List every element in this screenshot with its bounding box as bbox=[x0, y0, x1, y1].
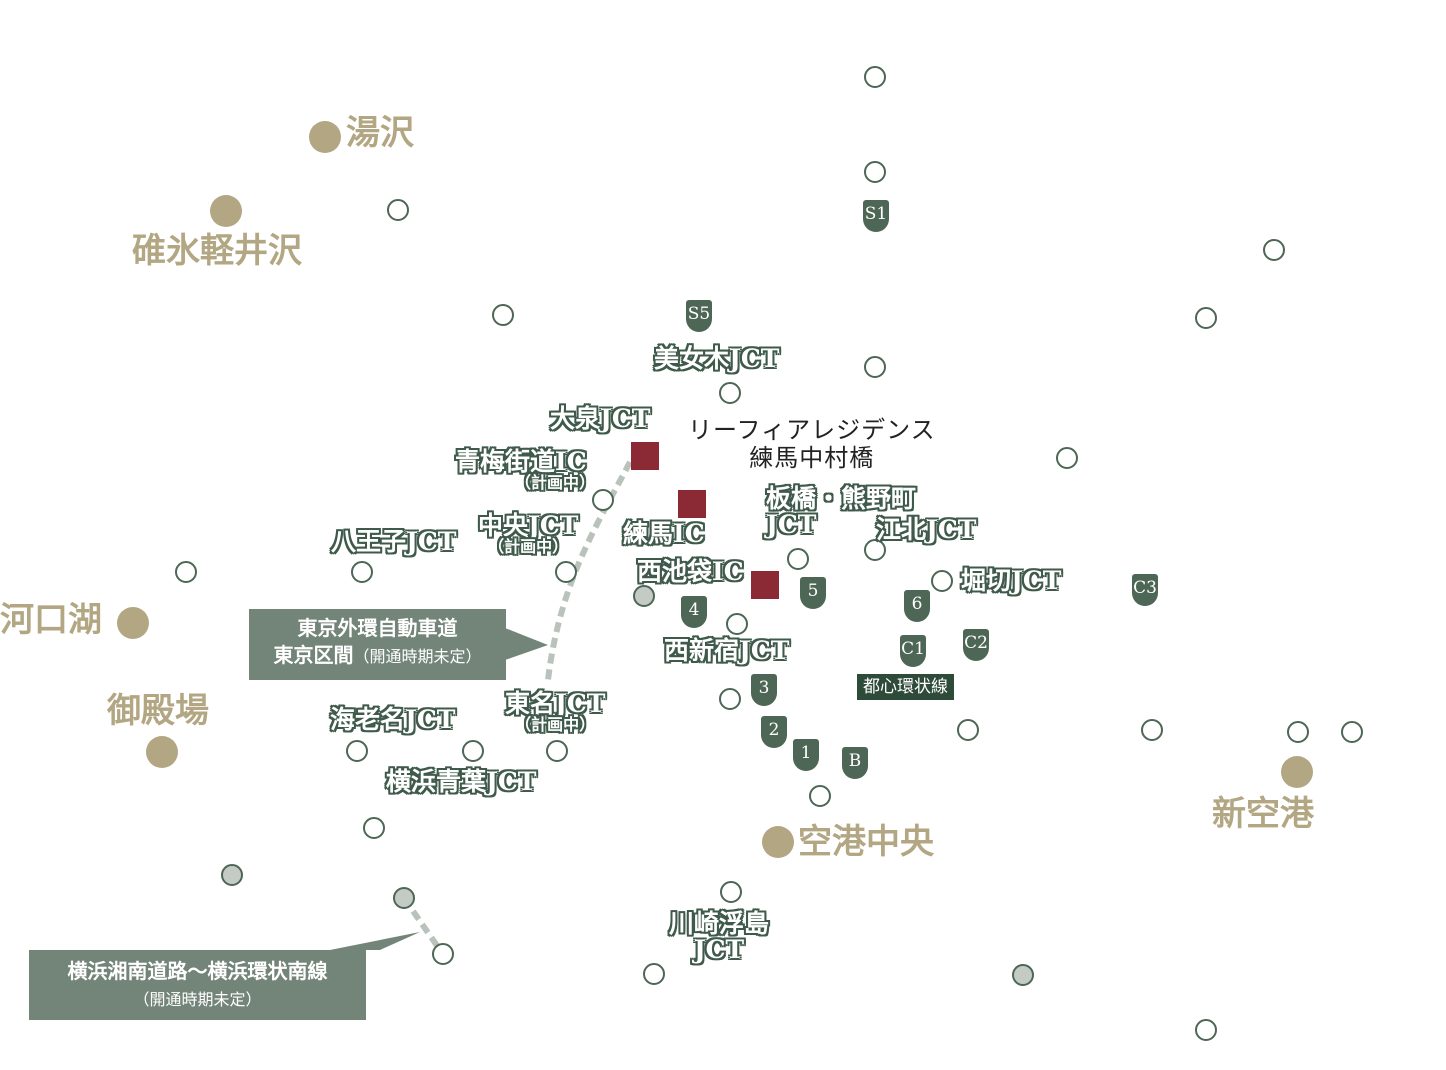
label-kawasaki-line2: JCT bbox=[693, 935, 745, 965]
label-itabashi-kumanocho-jct: 板橋・熊野町 JCT bbox=[766, 484, 917, 540]
gaikan-callout-pointer bbox=[505, 628, 548, 660]
shield-c1: C1 bbox=[900, 635, 926, 667]
residence-label: リーフィアレジデンス 練馬中村橋 bbox=[688, 416, 936, 473]
label-ome-kaido-ic: 青梅街道IC （計画中） bbox=[455, 447, 596, 493]
shield-4: 4 bbox=[681, 596, 707, 628]
label-ebina-jct: 海老名JCT bbox=[330, 705, 456, 734]
city-kawaguchiko: 河口湖 bbox=[0, 600, 102, 640]
label-nishiikebukuro-ic: 西池袋IC bbox=[637, 557, 744, 586]
shield-2: 2 bbox=[761, 716, 787, 748]
shonan-planned-route bbox=[401, 896, 443, 952]
interchange-nodes bbox=[175, 66, 1363, 1041]
label-yokohama-aoba-jct: 横浜青葉JCT bbox=[386, 767, 537, 796]
label-itabashi-text: 板橋・熊野町 bbox=[766, 484, 917, 513]
planned-nodes bbox=[221, 585, 1034, 986]
label-kohoku-jct: 江北JCT bbox=[876, 515, 977, 544]
city-shin-kuko: 新空港 bbox=[1212, 794, 1314, 834]
city-yuzawa: 湯沢 bbox=[346, 113, 414, 153]
city-gotemba: 御殿場 bbox=[107, 691, 209, 731]
shonan-note: （開通時期未定） bbox=[133, 990, 262, 1009]
label-tomei-jct-text: 東名JCT bbox=[505, 689, 606, 718]
shield-1: 1 bbox=[793, 739, 819, 771]
label-hachioji-jct: 八王子JCT bbox=[331, 527, 457, 556]
label-ome-kaido-ic-text: 青梅街道IC bbox=[455, 447, 587, 476]
gaikan-callout: 東京外環自動車道 東京区間（開通時期未定） bbox=[249, 609, 506, 680]
shield-c3: C3 bbox=[1132, 574, 1158, 606]
shield-s5: S5 bbox=[686, 300, 712, 332]
shuto-loop-badge: 都心環状線 bbox=[857, 674, 954, 701]
label-chuo-jct: 中央JCT （計画中） bbox=[478, 511, 579, 557]
residence-name-line2: 練馬中村橋 bbox=[749, 444, 875, 473]
shonan-line1: 横浜湘南道路～横浜環状南線 bbox=[67, 959, 328, 983]
shonan-callout-pointer bbox=[330, 932, 420, 950]
shield-c2: C2 bbox=[963, 629, 989, 661]
gaikan-line2: 東京区間 bbox=[273, 643, 354, 667]
label-oizumi-jct: 大泉JCT bbox=[550, 404, 651, 433]
label-tomei-jct-sub: （計画中） bbox=[515, 715, 596, 735]
city-dots bbox=[117, 121, 1313, 858]
shield-s1: S1 bbox=[863, 200, 889, 232]
label-horikiri-jct: 堀切JCT bbox=[961, 566, 1062, 595]
shield-5: 5 bbox=[800, 577, 826, 609]
residence-name-line1: リーフィアレジデンス bbox=[688, 416, 936, 444]
shield-6: 6 bbox=[904, 590, 930, 622]
city-usui-karuizawa: 碓氷軽井沢 bbox=[132, 231, 302, 271]
label-chuo-jct-sub: （計画中） bbox=[488, 537, 569, 557]
label-kawasaki-text: 川崎浮島 bbox=[669, 909, 770, 938]
residence-markers bbox=[631, 442, 779, 599]
shonan-callout: 横浜湘南道路～横浜環状南線 （開通時期未定） bbox=[29, 950, 366, 1020]
label-chuo-jct-text: 中央JCT bbox=[478, 511, 579, 540]
city-kuko-chuo: 空港中央 bbox=[798, 822, 934, 862]
gaikan-note: （開通時期未定） bbox=[353, 647, 482, 666]
gaikan-planned-route bbox=[545, 460, 633, 681]
shield-3: 3 bbox=[751, 674, 777, 706]
label-nerima-ic: 練馬IC bbox=[623, 519, 705, 548]
shield-b: B bbox=[842, 747, 868, 779]
label-kawasaki-ukishima-jct: 川崎浮島 JCT bbox=[669, 909, 770, 965]
label-tomei-jct: 東名JCT （計画中） bbox=[505, 689, 606, 735]
label-nishishinjuku-jct: 西新宿JCT bbox=[664, 636, 790, 665]
gaikan-line1: 東京外環自動車道 bbox=[297, 616, 458, 640]
label-bijogi-jct: 美女木JCT bbox=[654, 344, 780, 373]
label-itabashi-line2: JCT bbox=[766, 510, 817, 540]
label-ome-kaido-ic-sub: （計画中） bbox=[515, 473, 596, 493]
